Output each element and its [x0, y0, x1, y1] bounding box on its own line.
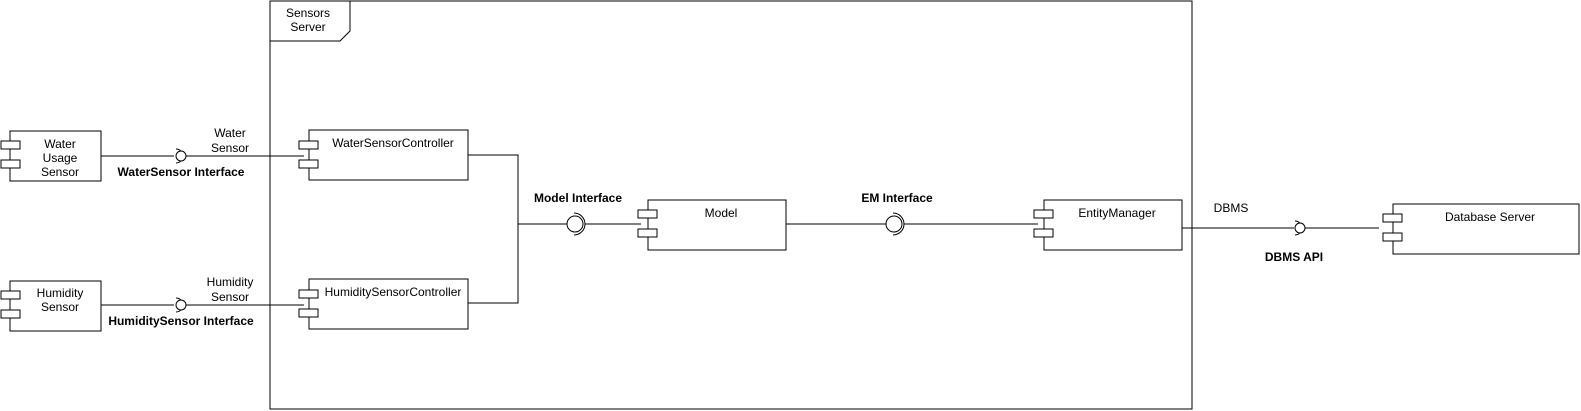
water-usage-sensor-label-3: Sensor: [41, 165, 79, 179]
water-sensor-controller-label: WaterSensorController: [332, 136, 454, 150]
humidity-sensor-controller-label: HumiditySensorController: [325, 285, 462, 299]
component-port-icon: [1033, 228, 1054, 238]
water-usage-sensor-component: Water Usage Sensor: [0, 130, 102, 182]
em-interface-socket: [892, 212, 905, 236]
model-interface-name: Model Interface: [534, 191, 622, 205]
component-port-icon: [298, 140, 319, 150]
em-interface-name: EM Interface: [861, 191, 933, 205]
water-sensor-port-label-1: Water: [214, 126, 246, 140]
component-port-icon: [1382, 213, 1403, 223]
component-port-icon: [298, 289, 319, 299]
component-port-icon: [298, 159, 319, 169]
dbms-lollipop: [1294, 222, 1306, 234]
em-interface-lollipop: [885, 215, 903, 233]
humidity-sensor-label-2: Sensor: [41, 300, 79, 314]
component-port-icon: [0, 290, 21, 300]
controller-bracket: [468, 154, 519, 304]
humidity-sensor-interface-name: HumiditySensor Interface: [108, 314, 254, 328]
water-sensor-controller-component: WaterSensorController: [298, 129, 469, 181]
water-usage-sensor-label-2: Usage: [43, 151, 78, 165]
frame-title-line2: Server: [290, 20, 325, 34]
model-label: Model: [705, 206, 738, 220]
component-port-icon: [637, 228, 658, 238]
humidity-sensor-controller-component: HumiditySensorController: [298, 278, 469, 330]
humidity-sensor-component: Humidity Sensor: [0, 280, 102, 332]
humidity-sensor-label-1: Humidity: [37, 286, 84, 300]
component-port-icon: [1382, 232, 1403, 242]
component-port-icon: [637, 209, 658, 219]
model-component: Model: [637, 199, 787, 251]
frame-title-line1: Sensors: [286, 6, 330, 20]
component-port-icon: [0, 309, 21, 319]
water-sensor-lollipop: [175, 150, 187, 162]
model-interface-lollipop: [566, 215, 584, 233]
dbms-port-label: DBMS: [1214, 201, 1249, 215]
entity-manager-label: EntityManager: [1078, 206, 1155, 220]
connectors: [101, 148, 1379, 313]
humidity-sensor-port-label-1: Humidity: [207, 275, 254, 289]
humidity-sensor-lollipop: [175, 299, 187, 311]
model-interface-socket: [573, 212, 586, 236]
water-usage-sensor-label-1: Water: [44, 137, 76, 151]
interface-labels: Water Sensor WaterSensor Interface Humid…: [108, 126, 1323, 328]
dbms-api-name: DBMS API: [1265, 250, 1323, 264]
component-port-icon: [1033, 209, 1054, 219]
component-port-icon: [298, 308, 319, 318]
water-sensor-port-label-2: Sensor: [211, 141, 249, 155]
component-port-icon: [0, 140, 21, 150]
water-sensor-interface-name: WaterSensor Interface: [118, 165, 245, 179]
database-server-component: Database Server: [1382, 203, 1580, 255]
database-server-label: Database Server: [1445, 210, 1535, 224]
entity-manager-component: EntityManager: [1033, 199, 1183, 251]
component-port-icon: [0, 159, 21, 169]
humidity-sensor-port-label-2: Sensor: [211, 290, 249, 304]
